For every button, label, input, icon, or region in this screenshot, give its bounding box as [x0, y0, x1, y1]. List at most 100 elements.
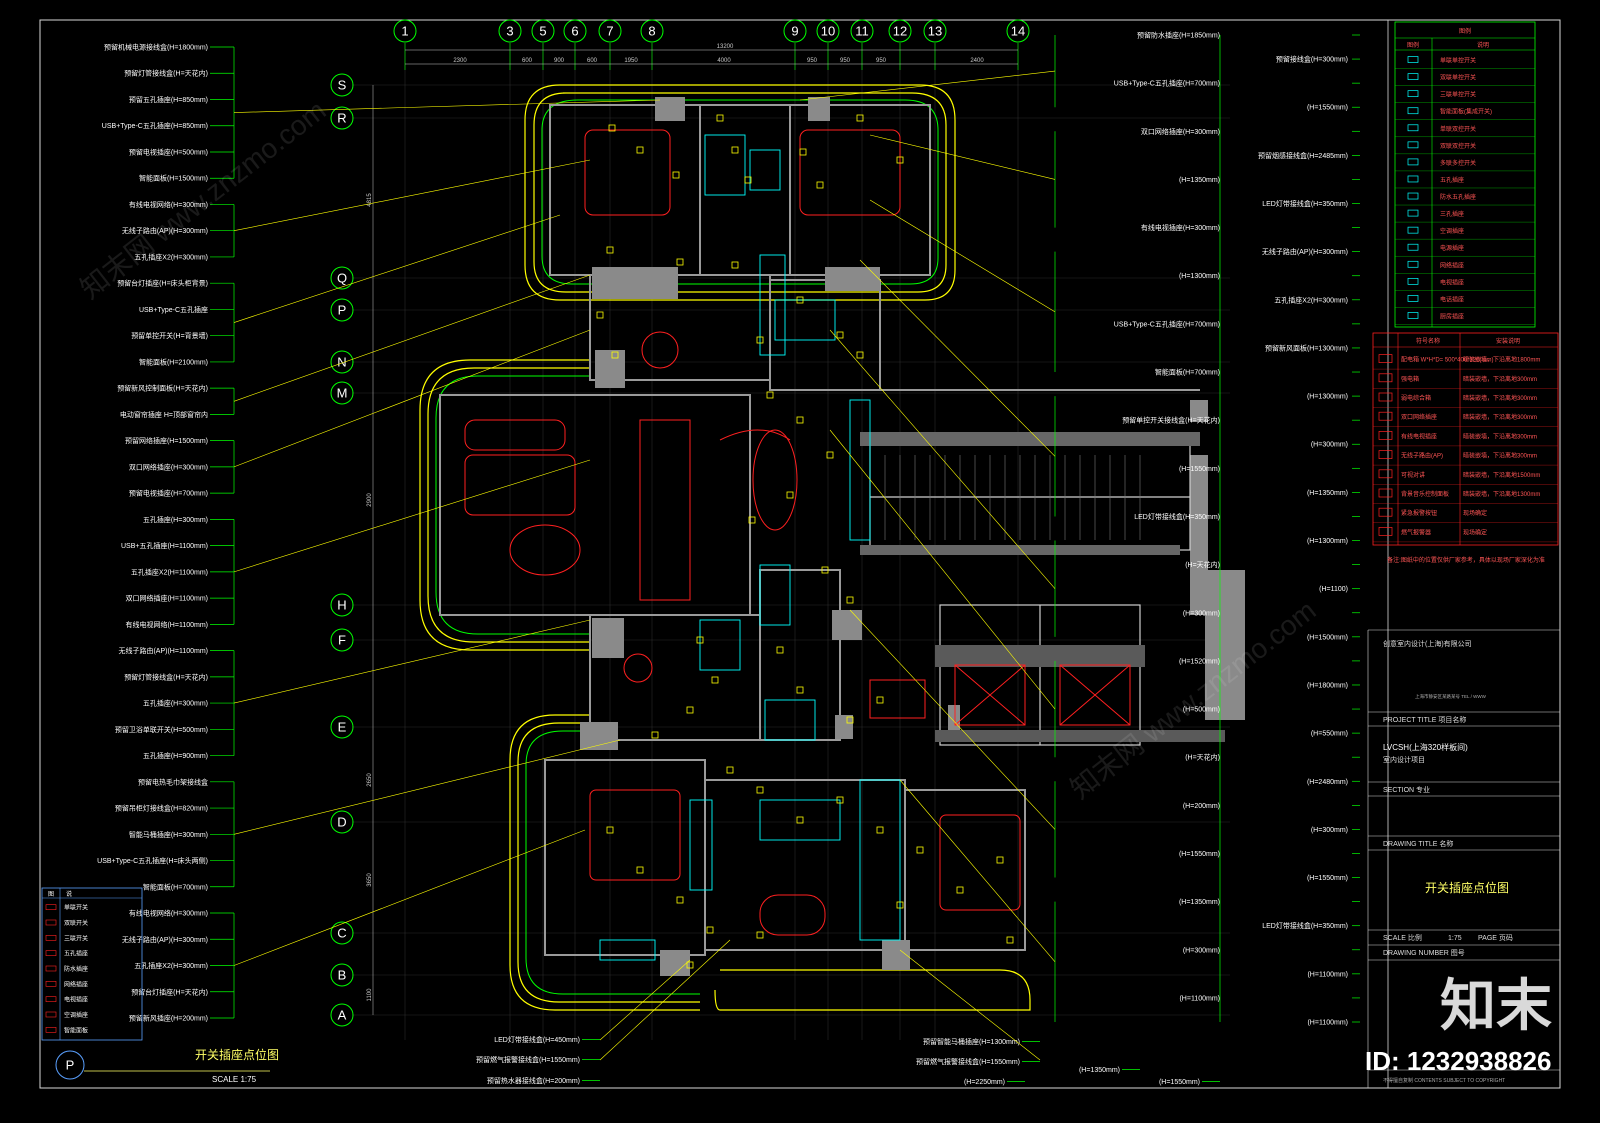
legend-bl-symbol: [45, 950, 57, 956]
socket-icon: [686, 961, 694, 969]
label-right: 预留接线盒(H=300mm): [1276, 55, 1348, 64]
label-right: (H=1100): [1319, 586, 1348, 593]
watermark-id: ID: 1232938826: [1365, 1046, 1551, 1076]
socket-icon: [836, 331, 844, 339]
legend-mid-rows: 配电箱 W*H*D= 500*400*120(mm)暗装嵌墙，下沿离地1800m…: [1373, 354, 1558, 543]
socket-icon: [796, 416, 804, 424]
leader-right: [849, 609, 1056, 830]
legend-bl-item: 空调插座: [64, 1011, 88, 1019]
legend-mid-note: 暗装嵌墙，下沿离地1500mm: [1463, 471, 1540, 479]
label-right: LED灯带接线盒(H=350mm): [1262, 921, 1348, 930]
title-block: 创意室内设计(上海)有限公司 上海市静安区某路某号 TEL / WWW PROJ…: [1367, 629, 1560, 1088]
dim-top: 950: [840, 58, 851, 64]
legend-mid-note: 暗装嵌墙，下沿离地300mm: [1463, 452, 1537, 460]
leader-right: [859, 259, 1056, 457]
grid-label-col: 1: [401, 24, 408, 39]
legend-top-item: 三孔插座: [1440, 210, 1464, 218]
legend-top-item: 防水五孔插座: [1440, 193, 1476, 201]
label-left: 电动窗帘插座 H=顶部窗帘内: [120, 410, 208, 419]
legend-mid-symbol: [1378, 450, 1393, 459]
socket-icon: [711, 676, 719, 684]
socket-icon: [606, 826, 614, 834]
label-left: 双口网络插座(H=1100mm): [125, 594, 208, 603]
grid-label-row: D: [337, 815, 346, 830]
label-right: (H=1550mm): [1307, 875, 1348, 882]
drawing-caption: P 开关插座点位图 SCALE 1:75: [55, 1047, 279, 1084]
legend-top-title: 图例: [1459, 27, 1471, 35]
label-left: 五孔插座X2(H=300mm): [134, 252, 208, 261]
dim-left: 1100: [367, 988, 373, 1002]
legend-mid-symbol: [1378, 507, 1393, 517]
grid-label-row: S: [338, 78, 347, 93]
legend-bl-symbol: [45, 1011, 57, 1018]
label-left: 预留网络插座(H=1500mm): [125, 436, 208, 445]
socket-icon: [796, 816, 804, 824]
label-right: (H=1300mm): [1307, 538, 1348, 545]
leader-left: [233, 619, 591, 704]
legend-top-item: 智能面板(集成开关): [1440, 108, 1492, 116]
socket-icon: [696, 636, 704, 644]
label-right: (H=2480mm): [1307, 779, 1348, 786]
socket-icon: [596, 311, 604, 319]
socket-icon: [731, 146, 739, 154]
grid-bubble-row: [330, 266, 354, 290]
label-right: 预留防水插座(H=1850mm): [1137, 31, 1220, 40]
legend-mid-note: 暗装嵌墙，下沿离地1800mm: [1463, 356, 1540, 364]
legend-top-item: 厨房插座: [1440, 312, 1464, 320]
legend-mid-note: 备注:图纸中的位置仅供厂家参考，具体以现场厂家深化为准: [1387, 556, 1545, 564]
label-left: 双口网络插座(H=300mm): [129, 462, 208, 471]
grid-label-row: H: [337, 598, 346, 613]
legend-bl-col-b: 说: [66, 890, 72, 898]
label-left: 预留新风控制面板(H=天花内): [117, 384, 208, 393]
grid-bubble-col: [393, 19, 417, 43]
plan-walls: [419, 84, 1245, 1011]
grid-bubble-row: [330, 73, 354, 97]
label-bottom: LED灯带接线盒(H=450mm): [494, 1035, 580, 1044]
legend-mid-name: 强电箱: [1401, 375, 1419, 383]
legend-mid-name: 无线子路由(AP): [1401, 452, 1443, 460]
socket-icon: [744, 176, 752, 184]
label-right: 五孔插座X2(H=300mm): [1274, 295, 1348, 304]
label-left: 五孔插座(H=300mm): [143, 699, 208, 708]
legend-bl-col-a: 图: [48, 891, 54, 898]
socket-icon: [636, 866, 644, 874]
leader-bottom: [899, 949, 1041, 1061]
label-left: 无线子路由(AP)(H=1100mm): [118, 646, 208, 655]
socket-icon: [766, 391, 774, 399]
label-left: USB+Type-C五孔插座(H=850mm): [102, 121, 208, 130]
socket-icon: [916, 846, 924, 854]
grid-label-row: F: [338, 633, 346, 648]
dim-top: 600: [522, 58, 533, 64]
label-left: 有线电视网络(H=1100mm): [125, 620, 208, 629]
leader-right: [799, 70, 1056, 101]
label-left: 预留电视插座(H=500mm): [129, 147, 208, 156]
legend-mid-col-name: 符号名称: [1416, 337, 1440, 345]
legend-top: 图例 图例 说明 单联单控开关双联单控开关三联单控开关智能面板(集成开关)单联双…: [1394, 21, 1536, 328]
label-left: 五孔插座(H=300mm): [143, 515, 208, 524]
legend-mid-symbol: [1378, 373, 1393, 383]
label-left: 预留电视插座(H=700mm): [129, 489, 208, 498]
socket-icon: [1006, 936, 1014, 944]
socket-icon: [856, 351, 864, 359]
label-bottom: 预留燃气报警接线盒(H=1550mm): [916, 1057, 1020, 1066]
leader-right: [869, 199, 1056, 313]
socket-icon: [748, 516, 756, 524]
socket-icon: [876, 696, 884, 704]
dim-top: 950: [807, 58, 818, 64]
legend-bl-symbol: [45, 904, 57, 910]
grid-bubble-col: [563, 19, 587, 43]
legend-bl-symbol: [45, 965, 57, 972]
grid-label-col: 11: [855, 24, 869, 39]
socket-icon: [876, 826, 884, 834]
dim-left: 4815: [367, 193, 373, 207]
label-right: (H=1500mm): [1307, 634, 1348, 641]
legend-top-symbol: [1407, 277, 1419, 285]
legend-top-item: 网络插座: [1440, 261, 1464, 269]
legend-bl-item: 单联开关: [64, 904, 88, 912]
leader-left: [233, 829, 586, 966]
grid-bubble-col: [888, 19, 912, 43]
grid-label-row: Q: [337, 271, 347, 286]
legend-bl-symbol: [45, 1027, 57, 1033]
tb-footer: 不得擅自复制 CONTENTS SUBJECT TO COPYRIGHT: [1383, 1077, 1505, 1084]
